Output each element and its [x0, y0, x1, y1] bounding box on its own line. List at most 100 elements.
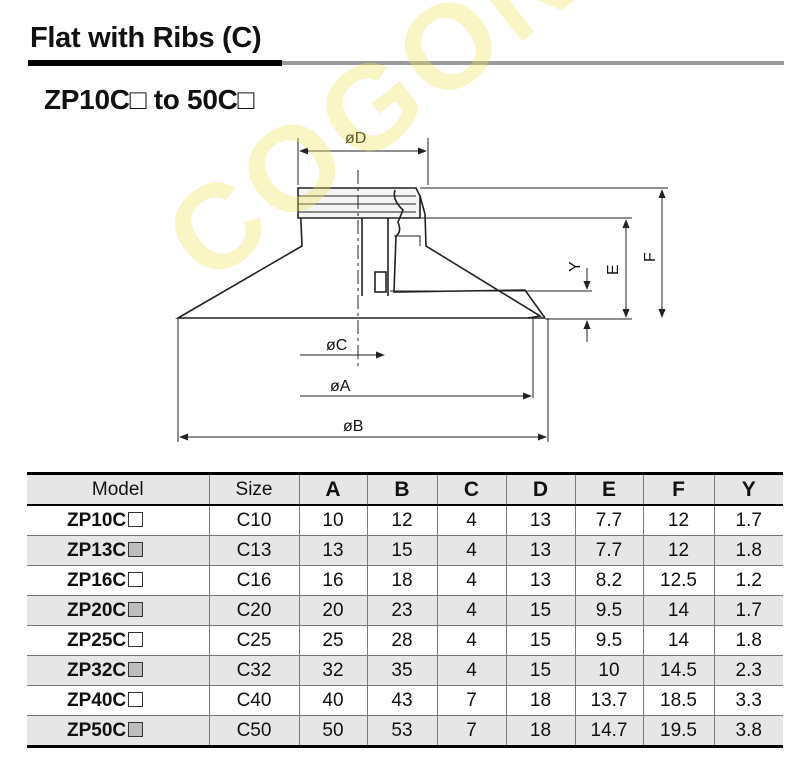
header-y: Y — [713, 473, 783, 505]
model-name: ZP13C — [67, 539, 127, 561]
cell-a: 10 — [298, 505, 367, 536]
cell-b: 15 — [366, 535, 437, 566]
cell-y: 3.3 — [713, 685, 783, 716]
cell-c: 4 — [436, 595, 506, 626]
title-underline — [28, 60, 282, 66]
model-suffix-box — [128, 661, 144, 677]
table-row: ZP25C C25 25 28 4 15 9.5 14 1.8 — [27, 625, 783, 656]
cell-b: 43 — [366, 685, 437, 716]
model-suffix-box — [128, 721, 144, 737]
cell-c: 4 — [436, 505, 506, 536]
cell-size: C40 — [208, 685, 299, 716]
header-d: D — [505, 473, 575, 505]
pad-left-profile — [175, 197, 545, 319]
cell-e: 10 — [574, 655, 643, 686]
cell-y: 1.7 — [713, 595, 783, 626]
label-f: F — [642, 252, 659, 262]
table-row: ZP16C C16 16 18 4 13 8.2 12.5 1.2 — [27, 565, 783, 596]
table-row: ZP13C C13 13 15 4 13 7.7 12 1.8 — [27, 535, 783, 566]
cell-e: 7.7 — [574, 505, 643, 536]
model-suffix-box — [128, 541, 144, 557]
cell-y: 1.2 — [713, 565, 783, 596]
cell-a: 13 — [298, 535, 367, 566]
model-name: ZP20C — [67, 599, 127, 621]
model-suffix-box — [128, 691, 144, 707]
cell-b: 35 — [366, 655, 437, 686]
cell-f: 12.5 — [642, 565, 714, 596]
cell-y: 2.3 — [713, 655, 783, 686]
cell-size: C32 — [208, 655, 299, 686]
cell-d: 15 — [505, 655, 575, 686]
cell-f: 14 — [642, 625, 714, 656]
model-name: ZP16C — [67, 569, 127, 591]
cell-e: 7.7 — [574, 535, 643, 566]
cell-f: 19.5 — [642, 715, 714, 747]
cell-d: 13 — [505, 565, 575, 596]
cell-y: 1.8 — [713, 625, 783, 656]
cell-e: 8.2 — [574, 565, 643, 596]
model-name: ZP40C — [67, 689, 127, 711]
cell-b: 18 — [366, 565, 437, 596]
model-suffix-box — [128, 571, 144, 587]
cell-a: 20 — [298, 595, 367, 626]
cell-size: C13 — [208, 535, 299, 566]
cell-c: 4 — [436, 535, 506, 566]
cell-d: 18 — [505, 715, 575, 747]
page-subtitle: ZP10C□ to 50C□ — [44, 84, 255, 115]
cell-size: C10 — [208, 505, 299, 536]
cell-a: 32 — [298, 655, 367, 686]
cell-b: 53 — [366, 715, 437, 747]
model-name: ZP32C — [67, 659, 127, 681]
cell-size: C20 — [208, 595, 299, 626]
cell-b: 28 — [366, 625, 437, 656]
dimension-table: Model Size A B C D E F Y ZP10C C10 10 12… — [27, 472, 783, 748]
model-suffix-box — [128, 511, 144, 527]
cell-f: 12 — [642, 535, 714, 566]
cell-d: 18 — [505, 685, 575, 716]
label-y: Y — [567, 261, 584, 272]
cell-e: 9.5 — [574, 625, 643, 656]
header-e: E — [574, 473, 643, 505]
label-c: øC — [326, 337, 347, 354]
cell-f: 18.5 — [642, 685, 714, 716]
cell-e: 14.7 — [574, 715, 643, 747]
cell-e: 9.5 — [574, 595, 643, 626]
table-row: ZP40C C40 40 43 7 18 13.7 18.5 3.3 — [27, 685, 783, 716]
cell-b: 23 — [366, 595, 437, 626]
table-row: ZP50C C50 50 53 7 18 14.7 19.5 3.8 — [27, 715, 783, 747]
header-c: C — [436, 473, 506, 505]
model-suffix-box — [128, 601, 144, 617]
table-row: ZP32C C32 32 35 4 15 10 14.5 2.3 — [27, 655, 783, 686]
page-title: Flat with Ribs (C) — [30, 22, 262, 54]
cell-a: 50 — [298, 715, 367, 747]
cell-d: 15 — [505, 595, 575, 626]
header-b: B — [366, 473, 437, 505]
label-d: øD — [345, 130, 366, 147]
cell-size: C25 — [208, 625, 299, 656]
label-e: E — [605, 264, 622, 275]
cell-a: 40 — [298, 685, 367, 716]
cell-y: 3.8 — [713, 715, 783, 747]
label-a: øA — [330, 378, 351, 395]
cell-c: 4 — [436, 565, 506, 596]
header-f: F — [642, 473, 714, 505]
cell-f: 14.5 — [642, 655, 714, 686]
cell-d: 13 — [505, 535, 575, 566]
model-name: ZP10C — [67, 509, 127, 531]
table-row: ZP10C C10 10 12 4 13 7.7 12 1.7 — [27, 505, 783, 536]
cell-f: 14 — [642, 595, 714, 626]
model-name: ZP50C — [67, 719, 127, 741]
cell-c: 4 — [436, 625, 506, 656]
cell-size: C50 — [208, 715, 299, 747]
label-b: øB — [343, 418, 363, 435]
header-a: A — [298, 473, 367, 505]
cell-d: 13 — [505, 505, 575, 536]
cell-d: 15 — [505, 625, 575, 656]
suction-pad-drawing: øD øC øA øB E F Y — [175, 130, 668, 442]
cell-c: 4 — [436, 655, 506, 686]
table-header-row: Model Size A B C D E F Y — [27, 473, 783, 505]
title-rule — [282, 61, 784, 65]
cell-e: 13.7 — [574, 685, 643, 716]
model-suffix-box — [128, 631, 144, 647]
header-size: Size — [208, 473, 299, 505]
